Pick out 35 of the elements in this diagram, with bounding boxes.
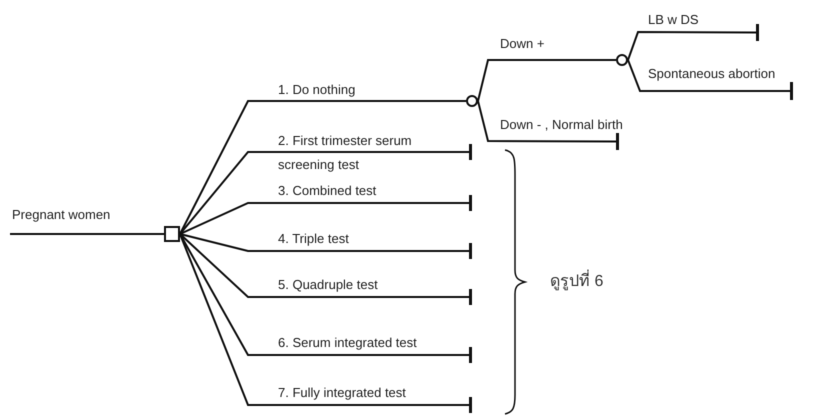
branch-line <box>179 233 469 298</box>
terminal-bar <box>469 195 472 211</box>
terminal-bar <box>790 82 793 100</box>
branch-label: 7. Fully integrated test <box>278 384 407 402</box>
branch-label: 5. Quadruple test <box>278 276 379 294</box>
terminal-bar <box>469 347 472 363</box>
terminal-bar <box>469 144 472 160</box>
note-text: ดูรูปที่ 6 <box>550 268 604 293</box>
branch-line <box>627 31 756 60</box>
branch-line <box>477 100 616 142</box>
branch-label: Spontaneous abortion <box>648 65 776 83</box>
branch-line <box>627 60 790 92</box>
branch-label: Down + <box>500 35 546 53</box>
branch-label: 3. Combined test <box>278 182 378 200</box>
branch-line <box>180 233 469 252</box>
branch-label: 2. First trimester serum screening test <box>278 132 413 174</box>
terminal-bar <box>469 243 472 259</box>
branch-line <box>180 202 469 235</box>
terminal-bar <box>756 24 759 41</box>
terminal-bar <box>616 133 619 150</box>
branch-label: Down - , Normal birth <box>500 116 624 134</box>
chance-circle <box>466 95 478 107</box>
terminal-bar <box>469 397 472 413</box>
branch-line <box>477 59 616 102</box>
branch-label: Pregnant women <box>12 206 112 224</box>
decision-square <box>164 226 180 242</box>
branch-label: 1. Do nothing <box>278 81 356 99</box>
branch-label: 4. Triple test <box>278 230 350 248</box>
branch-line <box>10 233 164 235</box>
chance-circle <box>616 54 628 66</box>
branch-line <box>179 151 469 235</box>
branch-label: LB w DS <box>648 11 700 29</box>
branch-label: 6. Serum integrated test <box>278 334 418 352</box>
terminal-bar <box>469 289 472 305</box>
branch-line <box>179 100 466 234</box>
